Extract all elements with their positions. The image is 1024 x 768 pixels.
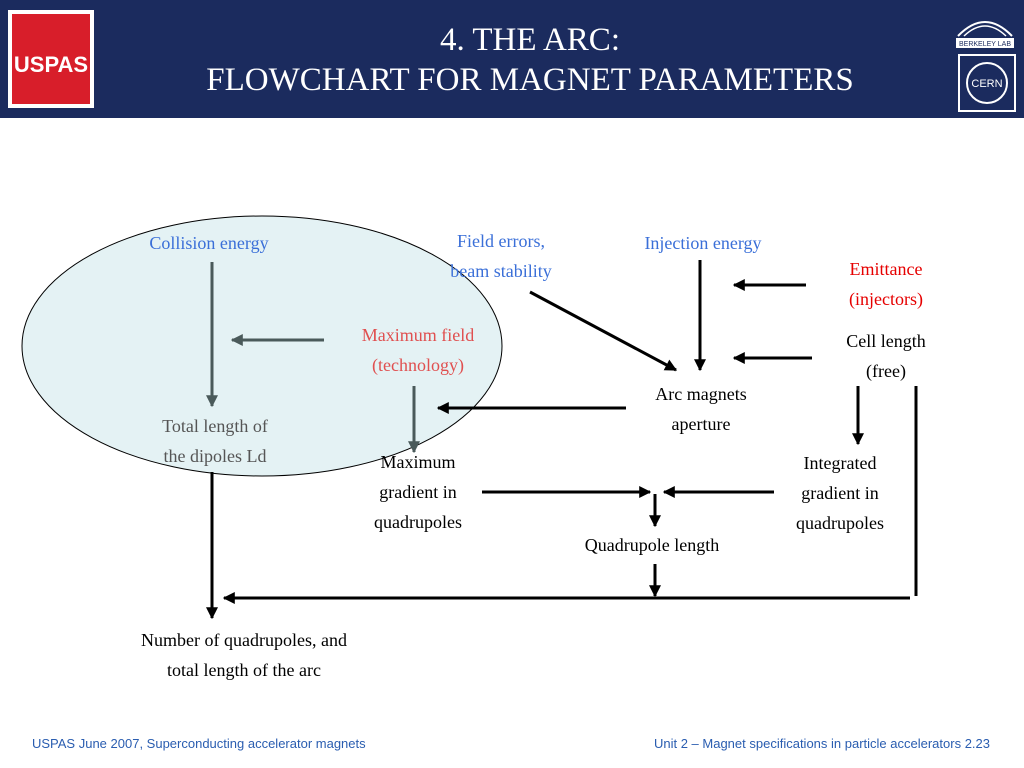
berkeley-lab-logo: BERKELEY LAB [956, 21, 1014, 48]
node-field-errors: Field errors, beam stability [450, 226, 551, 286]
node-number-of-quadrupoles-line-2: total length of the arc [167, 660, 321, 680]
node-cell-length-line-2: (free) [866, 361, 906, 381]
cern-logo: CERN [958, 54, 1016, 112]
node-field-errors-line-2: beam stability [450, 261, 552, 281]
uspas-logo-text: USPAS [14, 52, 88, 77]
node-total-length-dipoles: Total length of the dipoles Ld [162, 411, 268, 471]
node-emittance-line-2: (injectors) [849, 289, 923, 309]
node-cell-length-line-1: Cell length [846, 331, 926, 351]
title-line-2: FLOWCHART FOR MAGNET PARAMETERS [206, 62, 854, 98]
footer-left: USPAS June 2007, Superconducting acceler… [32, 736, 366, 751]
node-arc-magnets-aperture-line-2: aperture [671, 414, 731, 434]
node-arc-magnets-aperture-line-1: Arc magnets [655, 384, 747, 404]
node-maximum-gradient-line-3: quadrupoles [374, 512, 462, 532]
node-maximum-gradient-line-2: gradient in [379, 482, 457, 502]
node-total-length-dipoles-line-1: Total length of [162, 416, 268, 436]
node-cell-length: Cell length (free) [846, 326, 926, 386]
node-arc-magnets-aperture: Arc magnets aperture [655, 379, 746, 439]
page-title: 4. THE ARC: FLOWCHART FOR MAGNET PARAMET… [110, 20, 950, 100]
node-integrated-gradient-line-3: quadrupoles [796, 513, 884, 533]
node-injection-energy-line-1: Injection energy [644, 233, 762, 253]
node-maximum-gradient: Maximum gradient in quadrupoles [374, 447, 462, 537]
node-number-of-quadrupoles-line-1: Number of quadrupoles, and [141, 630, 347, 650]
node-integrated-gradient: Integrated gradient in quadrupoles [796, 448, 884, 538]
node-maximum-field-line-1: Maximum field [361, 325, 475, 345]
arrow-field-errors-to-aperture [529, 290, 678, 372]
title-line-1: 4. THE ARC: [439, 22, 620, 58]
node-quadrupole-length-line-1: Quadrupole length [584, 535, 720, 555]
dipole-ellipse-highlight [21, 215, 503, 477]
uspas-logo: USPAS [8, 10, 94, 108]
node-collision-energy: Collision energy [149, 228, 268, 258]
node-integrated-gradient-line-1: Integrated [803, 453, 877, 473]
berkeley-lab-logo-text: BERKELEY LAB [959, 41, 1011, 48]
node-total-length-dipoles-line-2: the dipoles Ld [163, 446, 267, 466]
node-maximum-field: Maximum field (technology) [362, 320, 474, 380]
header-bar: USPAS 4. THE ARC: FLOWCHART FOR MAGNET P… [0, 0, 1024, 118]
cern-logo-text: CERN [971, 78, 1002, 90]
node-field-errors-line-1: Field errors, [457, 231, 545, 251]
node-quadrupole-length: Quadrupole length [585, 530, 719, 560]
node-integrated-gradient-line-2: gradient in [801, 483, 879, 503]
node-number-of-quadrupoles: Number of quadrupoles, and total length … [141, 625, 347, 685]
node-maximum-gradient-line-1: Maximum [380, 452, 456, 472]
footer-right: Unit 2 – Magnet specifications in partic… [653, 736, 990, 751]
node-injection-energy: Injection energy [644, 228, 761, 258]
node-emittance-line-1: Emittance [849, 259, 923, 279]
node-maximum-field-line-2: (technology) [372, 355, 464, 375]
node-collision-energy-line-1: Collision energy [149, 233, 269, 253]
node-emittance: Emittance (injectors) [849, 254, 923, 314]
